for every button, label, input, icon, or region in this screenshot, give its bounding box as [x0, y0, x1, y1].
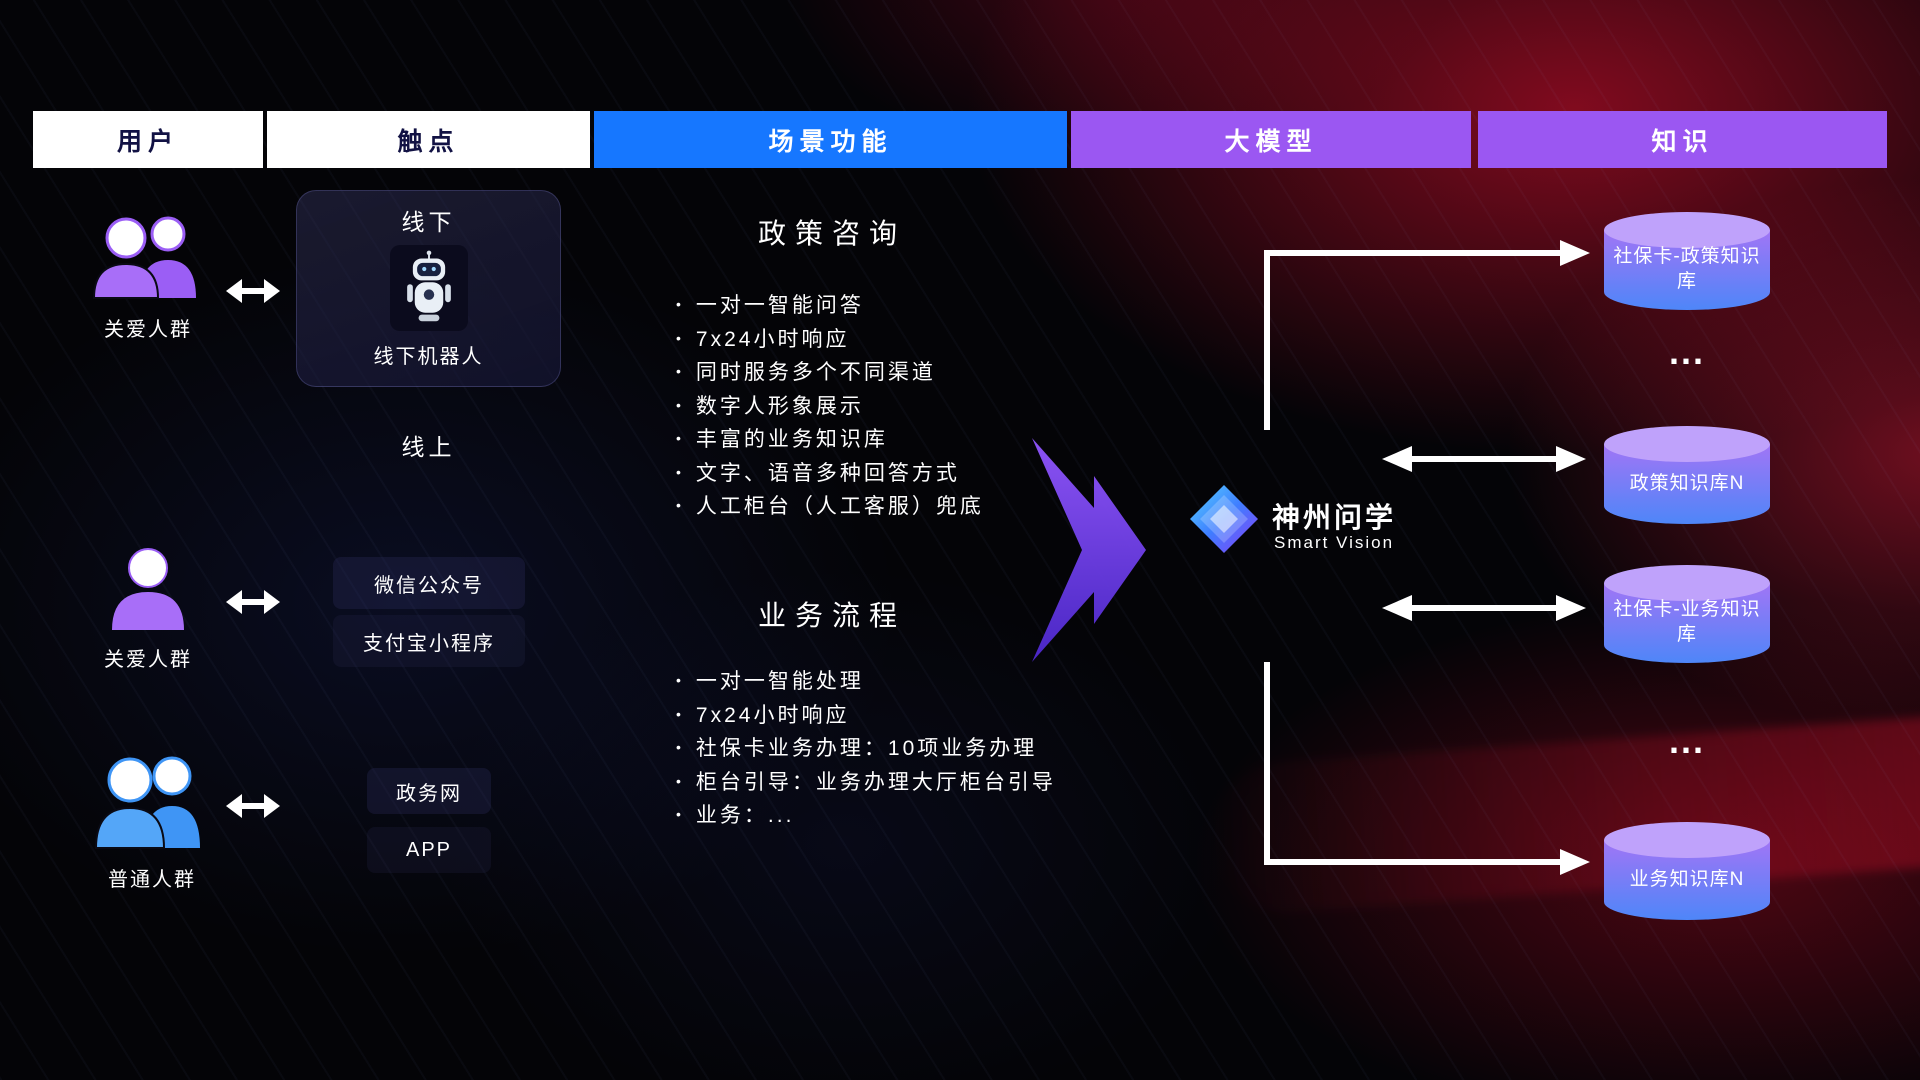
user-label: 普通人群 [108, 869, 196, 891]
column-header-model: 大模型 [1071, 111, 1471, 168]
scenario-list-business: 一对一智能处理 7x24小时响应 社保卡业务办理：10项业务办理 柜台引导：业务… [676, 666, 1076, 834]
cylinder-label: 社保卡-政策知识库 [1613, 246, 1761, 292]
flow-arrow-right [1032, 438, 1146, 662]
cylinder-label: 政策知识库N [1629, 472, 1745, 494]
robot-tile [389, 245, 468, 331]
ellipsis: ... [1668, 720, 1705, 761]
scenario-item: 同时服务多个不同渠道 [676, 357, 1076, 391]
cylinder-icon [1604, 822, 1770, 920]
scenario-item: 7x24小时响应 [676, 324, 1076, 358]
channel-app: APP [367, 827, 491, 873]
user-single-care: 关爱人群 [98, 546, 198, 672]
people-group-icon [92, 216, 196, 299]
scenario-item: 丰富的业务知识库 [676, 424, 1076, 458]
channel-alipay: 支付宝小程序 [333, 615, 525, 667]
column-header-touchpoints: 触点 [267, 111, 590, 168]
cylinder-label: 社保卡-业务知识库 [1613, 599, 1761, 645]
column-header-scenarios: 场景功能 [594, 111, 1067, 168]
robot-icon [406, 250, 451, 322]
person-icon [112, 548, 184, 630]
scenario-item: 人工柜台（人工客服）兜底 [676, 491, 1076, 525]
model-subtitle: Smart Vision [1274, 533, 1395, 552]
online-label: 线上 [401, 434, 456, 460]
scenario-title-policy: 政策咨询 [757, 218, 906, 249]
scenario-list-policy: 一对一智能问答 7x24小时响应 同时服务多个不同渠道 数字人形象展示 丰富的业… [676, 290, 1076, 525]
scenario-item: 数字人形象展示 [676, 391, 1076, 425]
user-label: 关爱人群 [104, 649, 192, 671]
scenario-item: 一对一智能处理 [676, 666, 1076, 700]
scenario-item: 7x24小时响应 [676, 700, 1076, 734]
scenario-item: 柜台引导：业务办理大厅柜台引导 [676, 767, 1076, 801]
user-group-care: 关爱人群 [84, 208, 212, 342]
scenario-item: 一对一智能问答 [676, 290, 1076, 324]
user-label: 关爱人群 [104, 319, 192, 341]
scenario-item: 业务：... [676, 800, 1076, 834]
model-business-double-arrow [1382, 595, 1586, 621]
knowledge-cylinder-policy-n: 政策知识库N [1600, 422, 1774, 528]
people-group-icon [94, 756, 200, 849]
user-touchpoint-arrow-2 [226, 590, 280, 614]
knowledge-cylinder-policy-shebaoka: 社保卡-政策知识库 [1600, 208, 1774, 314]
column-header-users: 用户 [33, 111, 263, 168]
knowledge-cylinder-business-n: 业务知识库N [1600, 818, 1774, 924]
user-touchpoint-arrow-3 [226, 794, 280, 818]
scenario-item: 社保卡业务办理：10项业务办理 [676, 733, 1076, 767]
model-name: 神州问学 [1272, 502, 1397, 533]
model-to-policy-kb-arrow [1264, 240, 1590, 430]
scenario-item: 文字、语音多种回答方式 [676, 458, 1076, 492]
cylinder-icon [1604, 212, 1770, 310]
column-header-knowledge: 知识 [1478, 111, 1887, 168]
user-touchpoint-arrow-1 [226, 279, 280, 303]
offline-label: 线下 [401, 209, 456, 235]
robot-caption: 线下机器人 [373, 346, 484, 368]
cylinder-icon [1604, 565, 1770, 663]
model-logo-icon [1190, 485, 1258, 553]
offline-touchpoint-card: 线下 线下机器人 [296, 190, 561, 387]
ellipsis: ... [1668, 331, 1705, 372]
channel-wechat: 微信公众号 [333, 557, 525, 609]
knowledge-cylinder-business-shebaoka: 社保卡-业务知识库 [1600, 561, 1774, 667]
background-red-swoosh [1205, 712, 1920, 918]
model-policy-n-double-arrow [1382, 446, 1586, 472]
channel-gov-web: 政务网 [367, 768, 491, 814]
user-group-general: 普通人群 [88, 746, 216, 892]
cylinder-icon [1604, 426, 1770, 524]
scenario-title-business: 业务流程 [757, 600, 906, 631]
cylinder-label: 业务知识库N [1629, 868, 1745, 890]
